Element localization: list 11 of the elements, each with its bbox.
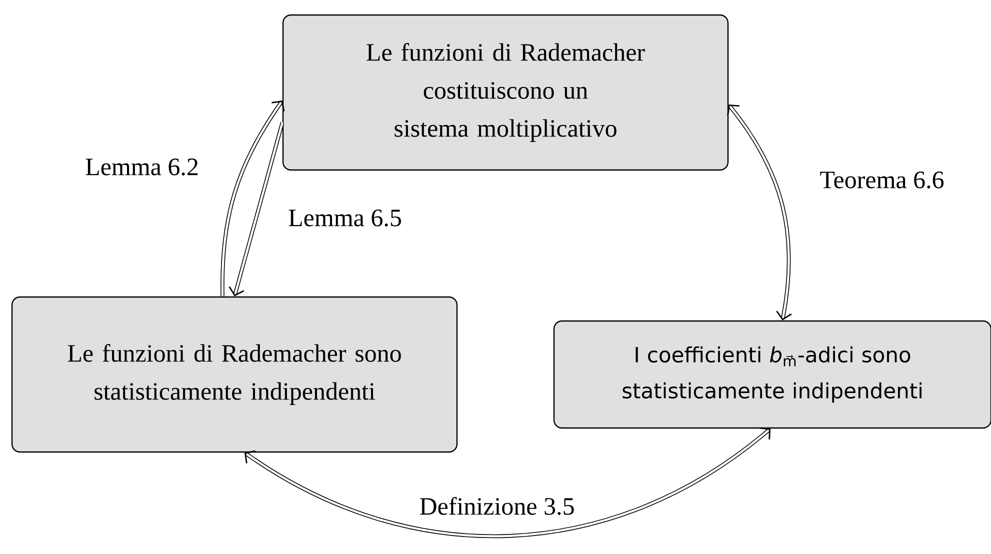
edge-label: Definizione 3.5	[420, 497, 574, 515]
implication-arrow	[220, 100, 285, 296]
statement-box: Le funzioni di Rademacher sono statisticamente indipendenti	[11, 296, 458, 453]
statement-box: Le funzioni di Rademacher costituiscono un sistema moltiplicativo	[282, 14, 729, 171]
implication-arrow	[727, 104, 792, 320]
statement-box: I coefficienti b$_{m⃗}$-adici sono statisticamente indipendenti	[553, 320, 991, 429]
edge-label: Lemma 6.5	[288, 210, 401, 226]
edge-label: Teorema 6.6	[820, 172, 944, 188]
edge-label: Lemma 6.2	[86, 158, 198, 176]
implication-arrow	[244, 427, 770, 538]
implication-arrow	[228, 122, 284, 296]
